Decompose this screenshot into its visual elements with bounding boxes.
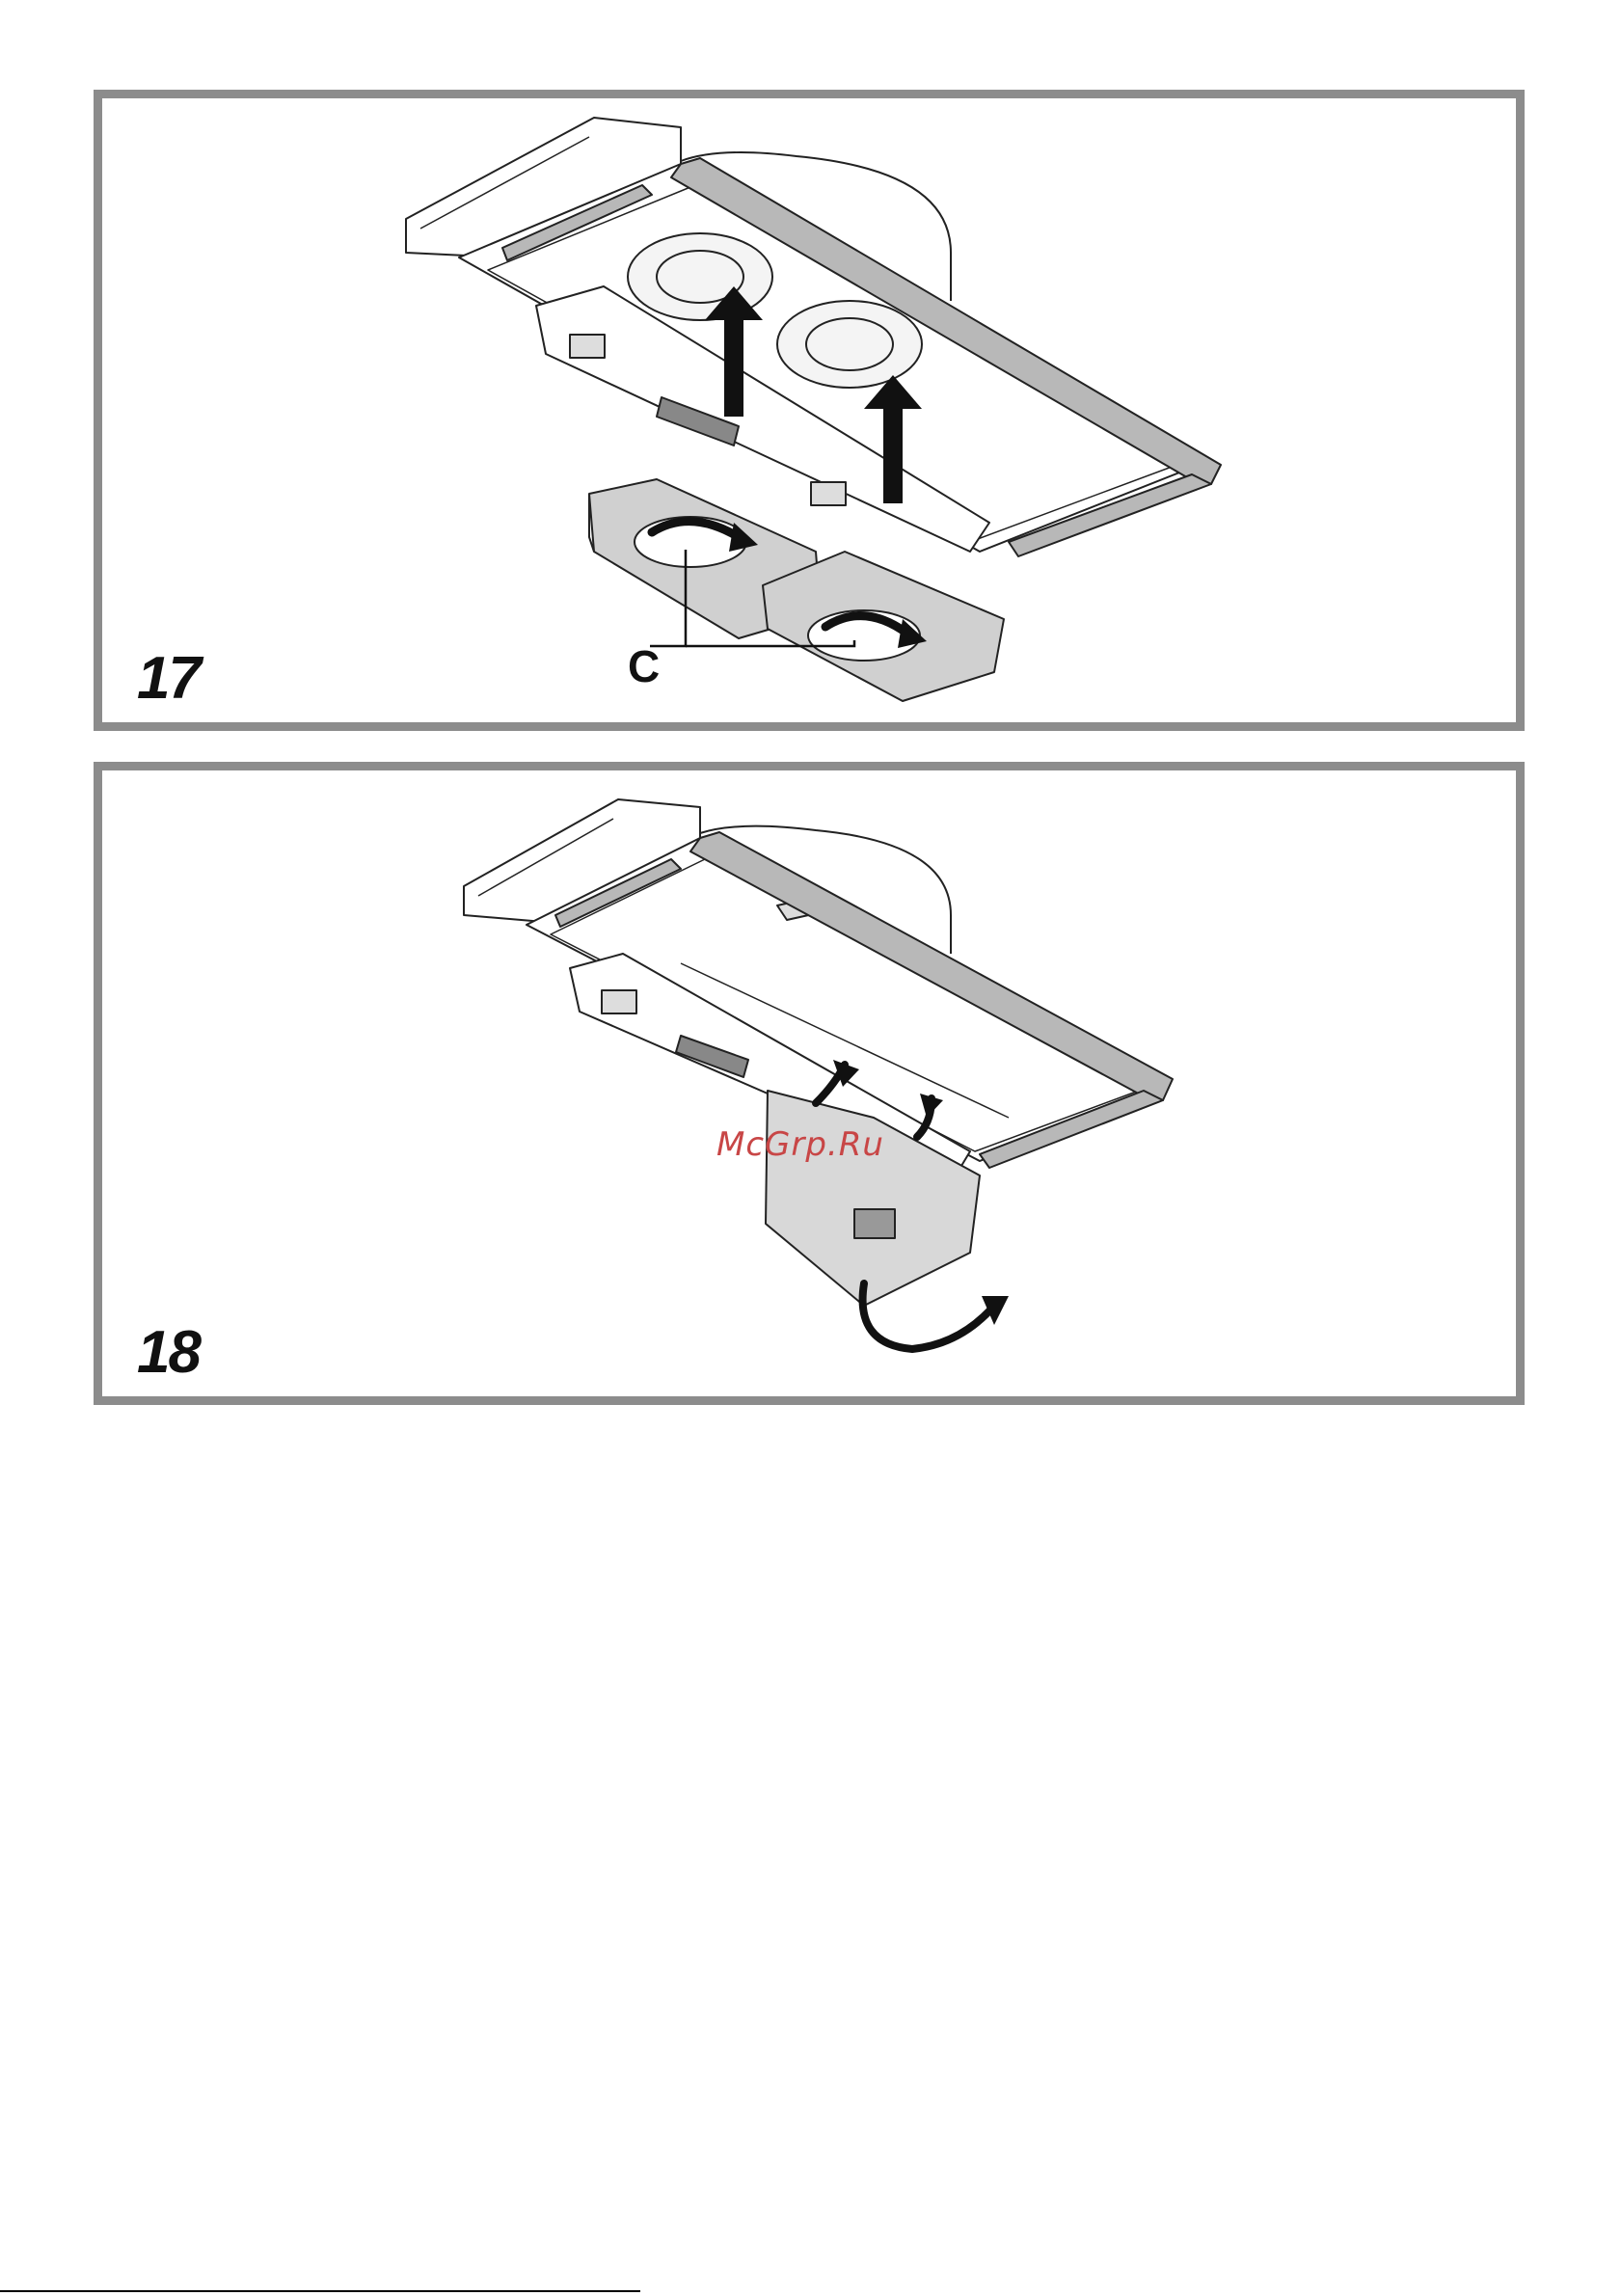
callout-c-label: C	[628, 644, 660, 689]
watermark: McGrp.Ru	[716, 1128, 884, 1161]
figure-17-illustration	[102, 98, 1516, 722]
figure-18-illustration	[102, 770, 1516, 1396]
figure-18-panel: McGrp.Ru 18	[94, 762, 1525, 1405]
figure-17-panel: 17 C	[94, 90, 1525, 731]
figure-number: 18	[137, 1323, 200, 1383]
footer-rule	[0, 2290, 640, 2292]
figure-number: 17	[137, 649, 200, 709]
